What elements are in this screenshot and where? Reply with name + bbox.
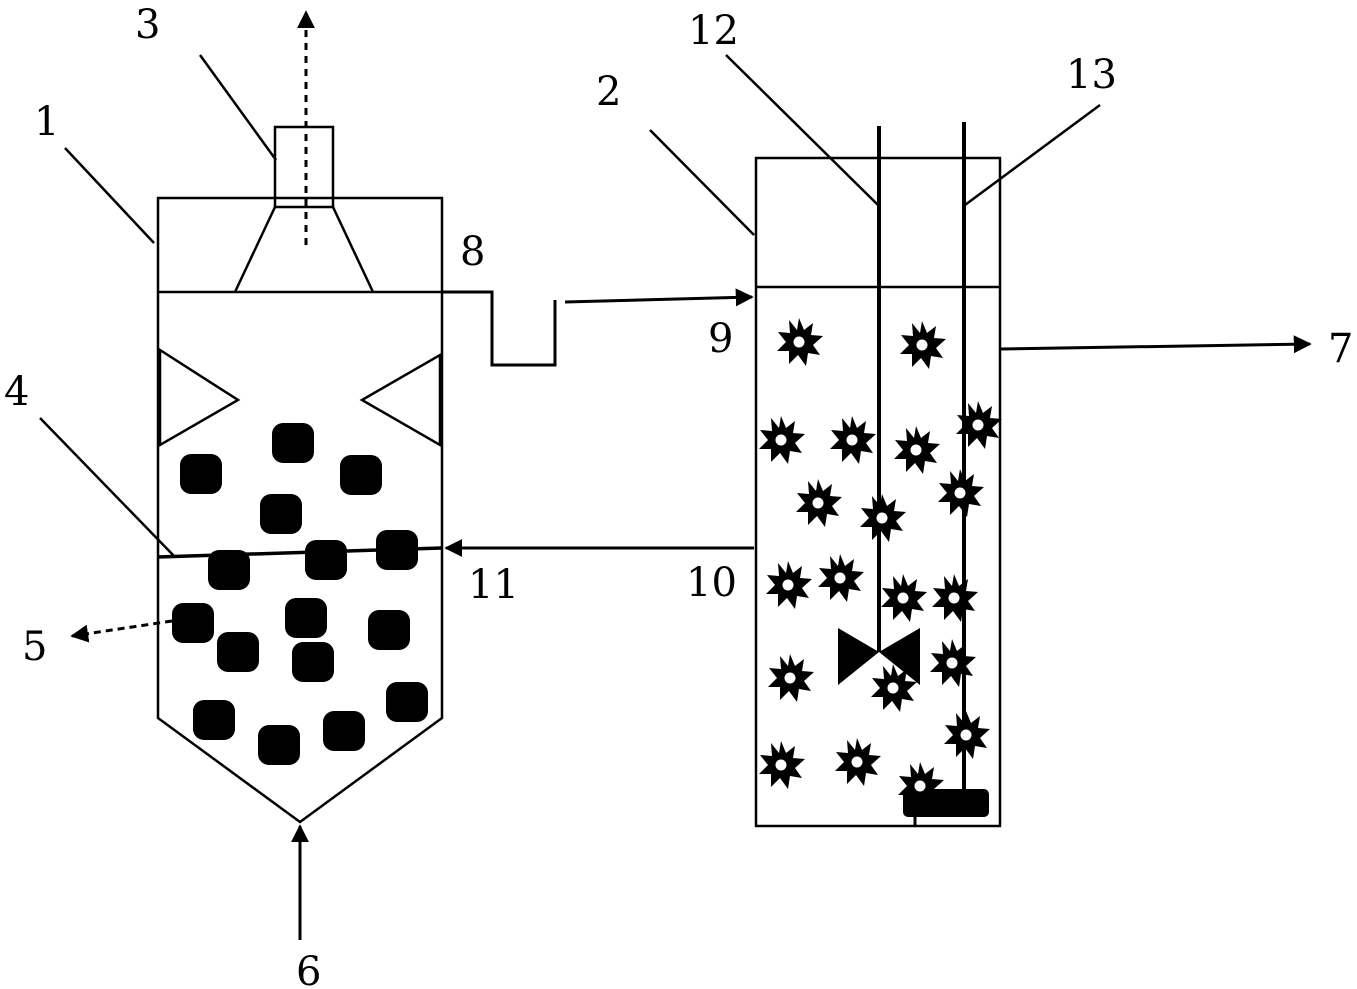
stirrer-impeller — [838, 628, 920, 685]
label-5: 5 — [22, 624, 47, 670]
label-8: 8 — [460, 229, 485, 275]
label-7: 7 — [1328, 326, 1353, 372]
label-2: 2 — [596, 69, 621, 115]
gas-outlet-pipe — [273, 125, 335, 209]
effluent-arrow-7 — [999, 335, 1312, 354]
label-10: 10 — [686, 560, 737, 606]
granular-sludge — [172, 423, 428, 765]
reactor-1-cap — [156, 196, 444, 294]
label-13: 13 — [1066, 52, 1117, 98]
label-4: 4 — [4, 369, 29, 415]
right-baffle — [359, 352, 442, 448]
label-6: 6 — [296, 949, 321, 989]
reactor-1-body — [156, 292, 444, 824]
reactor-2 — [754, 122, 1002, 828]
gas-collection-hood — [233, 206, 375, 293]
leader-lines — [39, 54, 1101, 558]
feed-arrow-9 — [564, 288, 754, 307]
label-1: 1 — [34, 99, 59, 145]
reactor-1 — [156, 125, 444, 824]
left-baffle — [158, 347, 241, 448]
sludge-discharge-arrow — [70, 619, 173, 643]
label-3: 3 — [135, 2, 160, 48]
label-12: 12 — [688, 8, 739, 54]
label-11: 11 — [468, 562, 519, 608]
label-9: 9 — [708, 316, 733, 362]
effluent-pipe-8 — [442, 290, 557, 367]
